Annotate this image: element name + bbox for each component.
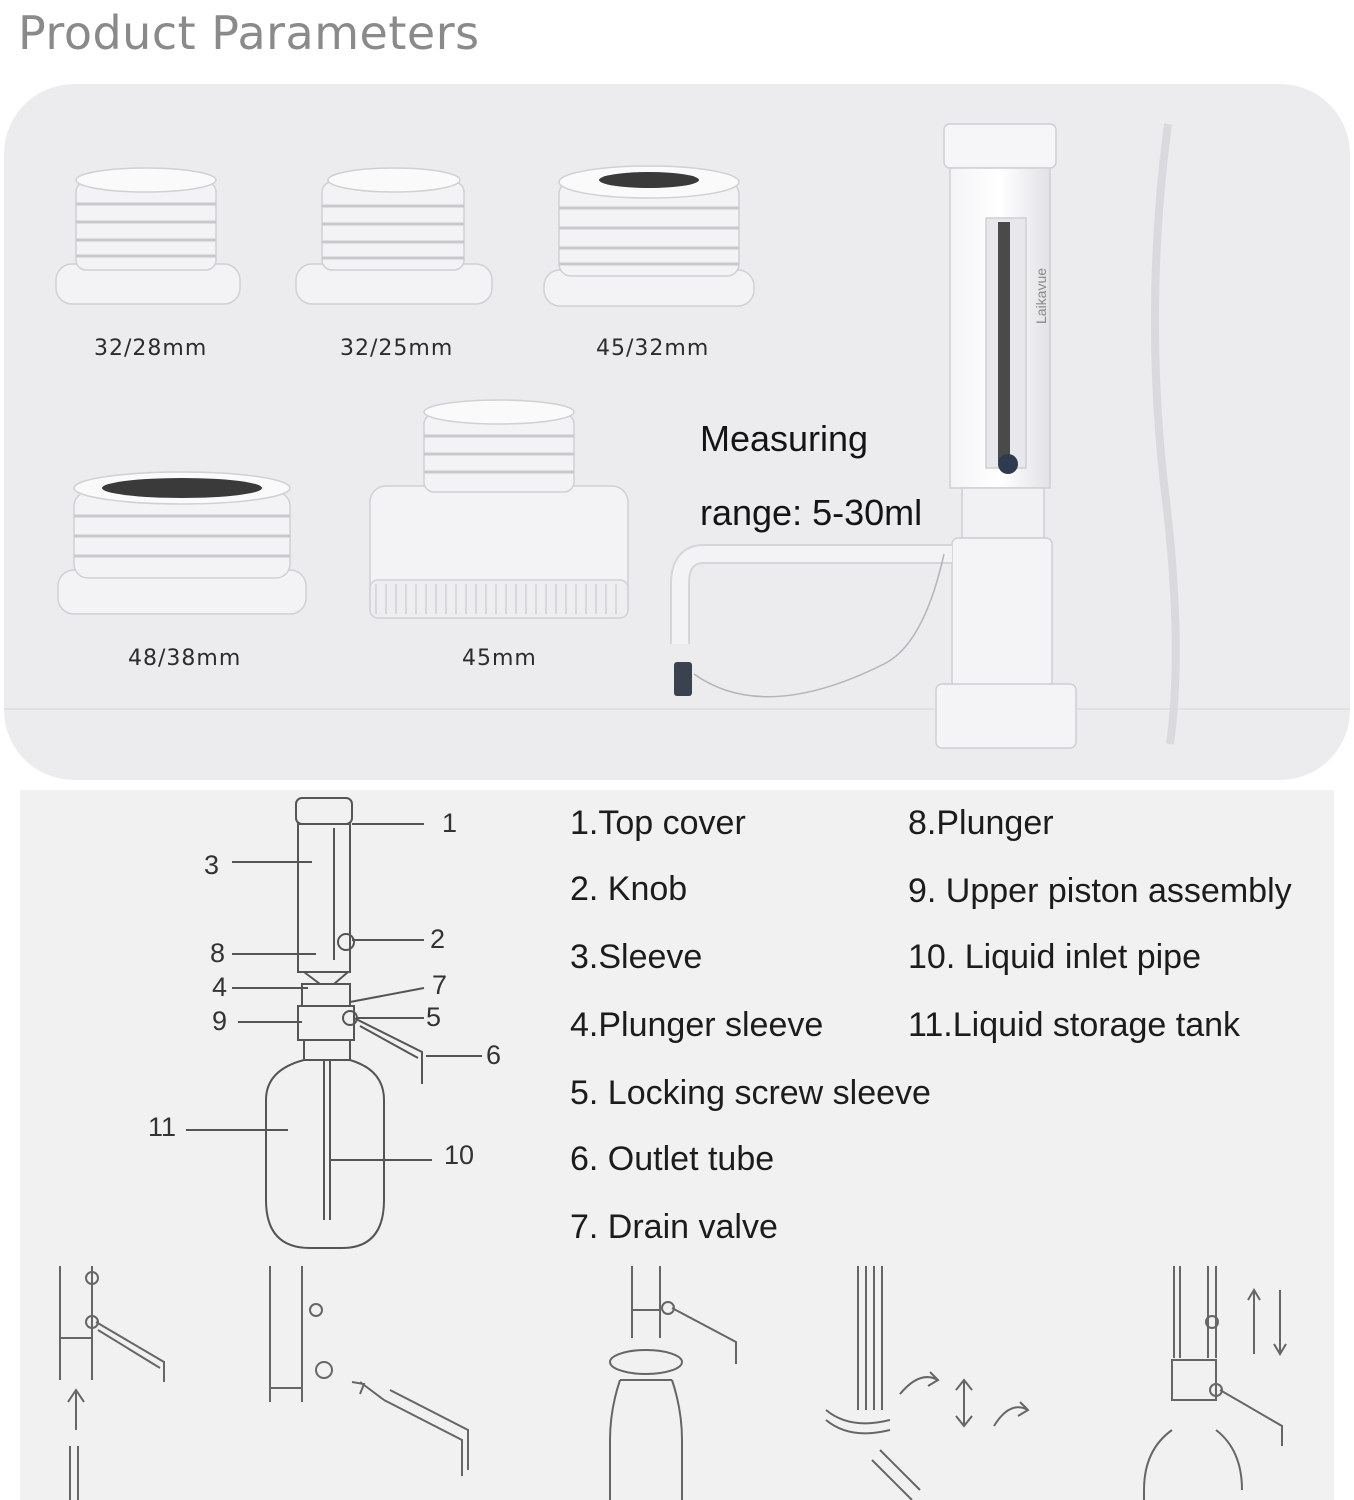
brand-text: Laikavue [1033, 268, 1049, 324]
callout-8: 8 [210, 938, 226, 968]
part-sleeve: 3.Sleeve [570, 938, 703, 976]
callout-1: 1 [442, 808, 458, 838]
exploded-dispenser-diagram [59, 797, 1287, 1500]
measuring-range-line2: range: 5-30ml [700, 492, 923, 533]
bottle-top-dispenser [670, 123, 1180, 749]
callout-11: 11 [148, 1112, 177, 1142]
adapter-32-25 [295, 167, 493, 305]
step-illustrations [59, 1266, 1287, 1500]
adapter-label-32-28: 32/28mm [94, 336, 208, 361]
adapter-45 [369, 399, 629, 619]
part-locking-screw-sleeve: 5. Locking screw sleeve [570, 1074, 931, 1112]
callout-2: 2 [430, 924, 446, 954]
adapter-32-28 [55, 167, 241, 305]
part-top-cover: 1.Top cover [570, 804, 746, 842]
parts-diagram-panel: 1 2 3 4 5 6 7 8 9 10 11 1.Top cover 2. K… [20, 790, 1334, 1500]
part-drain-valve: 7. Drain valve [570, 1208, 778, 1246]
part-outlet-tube: 6. Outlet tube [570, 1140, 775, 1178]
callout-5: 5 [426, 1002, 442, 1032]
part-upper-piston-assembly: 9. Upper piston assembly [908, 872, 1292, 910]
callout-10: 10 [444, 1140, 475, 1170]
adapter-label-45: 45mm [462, 646, 537, 671]
floor-line [4, 708, 1350, 710]
part-liquid-storage-tank: 11.Liquid storage tank [908, 1006, 1241, 1044]
callout-7: 7 [432, 970, 448, 1000]
adapters-and-dispenser-illustration: Laikavue [55, 123, 1180, 749]
callout-9: 9 [212, 1006, 228, 1036]
adapter-label-32-25: 32/25mm [340, 336, 454, 361]
callout-4: 4 [212, 972, 228, 1002]
adapter-45-32 [543, 165, 755, 307]
part-plunger-sleeve: 4.Plunger sleeve [570, 1006, 824, 1044]
part-plunger: 8.Plunger [908, 804, 1054, 842]
adapter-label-45-32: 45/32mm [596, 336, 710, 361]
adapter-48-38 [57, 471, 307, 615]
part-liquid-inlet-pipe: 10. Liquid inlet pipe [908, 938, 1202, 976]
callout-3: 3 [204, 850, 220, 880]
product-photo-panel: Laikavue 32/28mm 32/25mm 45/32mm 48/38mm… [4, 84, 1350, 780]
page-title: Product Parameters [18, 6, 480, 60]
part-knob: 2. Knob [570, 870, 688, 908]
measuring-range-line1: Measuring [700, 418, 869, 459]
callout-6: 6 [486, 1040, 502, 1070]
adapter-label-48-38: 48/38mm [128, 646, 242, 671]
